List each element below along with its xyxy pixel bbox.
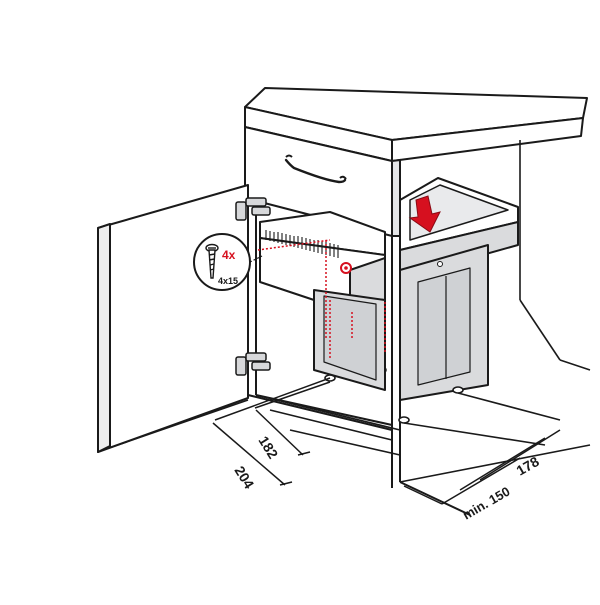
door-hinge-top — [235, 197, 271, 221]
dimension-182-label: 182 — [255, 433, 281, 461]
drawer-handle — [284, 158, 347, 184]
dimension-left — [212, 377, 331, 486]
floor-lines — [111, 392, 591, 483]
dimension-front — [403, 429, 561, 505]
pullout-frame-left — [259, 211, 386, 391]
arrow-down-icon — [408, 195, 441, 233]
screw-count-label: 4x — [222, 248, 236, 262]
cabinet-door — [97, 184, 249, 453]
screw-callout: 4x 4x15 — [193, 233, 263, 291]
waste-bin-right — [399, 244, 489, 401]
screw-icon — [205, 243, 219, 279]
cabinet-back-wall — [519, 140, 591, 371]
countertop — [244, 87, 588, 162]
drawer-front — [244, 125, 401, 238]
door-hinge-bottom — [235, 352, 271, 376]
screw-size-label: 4x15 — [218, 276, 238, 286]
red-guide-lines — [257, 239, 386, 360]
dimension-204-label: 204 — [231, 463, 257, 491]
mounting-marker — [340, 262, 352, 274]
